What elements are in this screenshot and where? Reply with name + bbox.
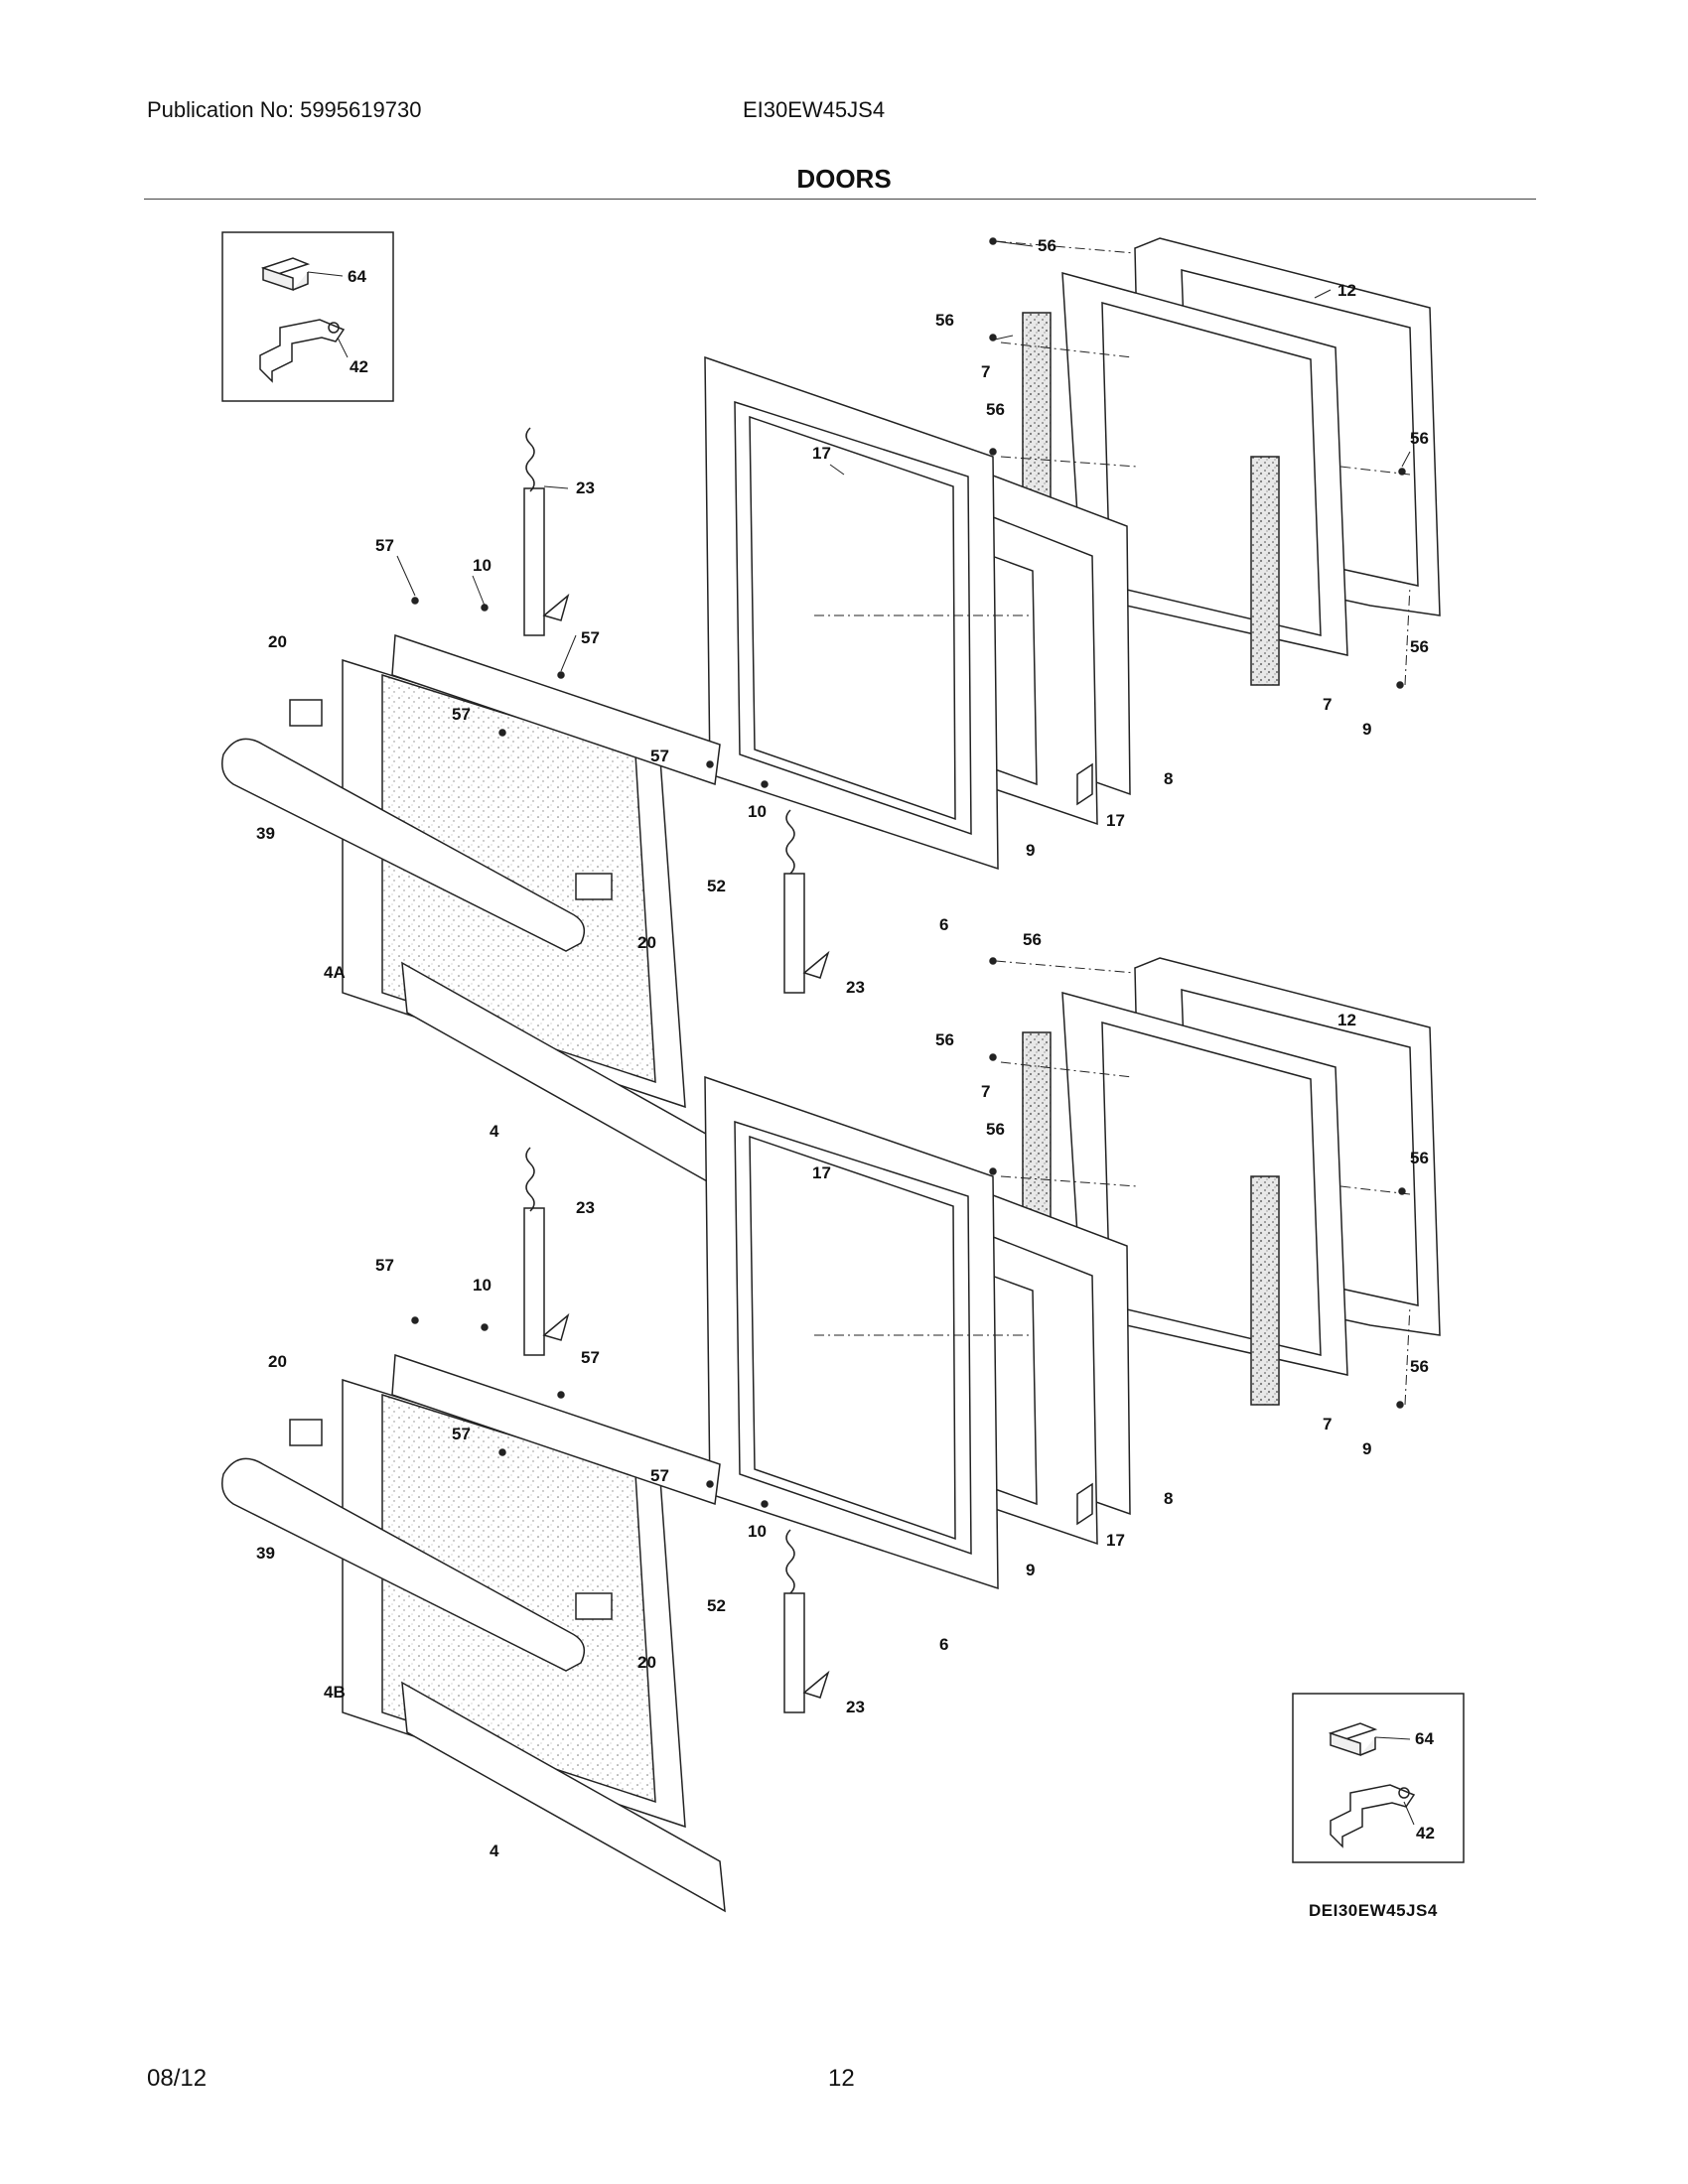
callout-64: 64: [1415, 1729, 1434, 1748]
part-64-block: [260, 257, 311, 292]
callout-8: 8: [1164, 1489, 1173, 1508]
callout-20: 20: [637, 933, 656, 952]
callout-57: 57: [452, 1425, 471, 1443]
callout-52: 52: [707, 1596, 726, 1615]
callout-23: 23: [846, 1698, 865, 1716]
callout-9: 9: [1362, 1439, 1371, 1458]
part-20-handle-mount-left: [289, 699, 323, 727]
callout-39: 39: [256, 824, 275, 843]
alignment-lines: [814, 240, 1411, 686]
inset-top: [221, 231, 394, 402]
callout-10: 10: [473, 556, 492, 575]
callout-9: 9: [1026, 841, 1035, 860]
callout-7: 7: [1323, 695, 1332, 714]
callout-20: 20: [268, 632, 287, 651]
callout-23: 23: [576, 478, 595, 497]
callout-42: 42: [350, 357, 368, 376]
callout-23: 23: [846, 978, 865, 997]
callout-7: 7: [981, 1082, 990, 1101]
part-42-bracket: [1330, 1784, 1416, 1848]
callout-57: 57: [375, 536, 394, 555]
callout-57: 57: [581, 1348, 600, 1367]
callout-4: 4: [490, 1842, 499, 1860]
callout-text-lower: 12 56 7 56 56 56 7 9 8 17 9 17 23 57 10 …: [256, 1011, 1429, 1860]
callout-12: 12: [1337, 281, 1356, 300]
callout-10: 10: [473, 1276, 492, 1295]
callouts-upper: [396, 240, 1411, 672]
callout-56: 56: [986, 1120, 1005, 1139]
door-assembly-upper: [221, 237, 1441, 1193]
page-number: 12: [828, 2065, 855, 2092]
callout-7: 7: [981, 362, 990, 381]
callout-57: 57: [650, 1466, 669, 1485]
publication-number: Publication No: 5995619730: [147, 97, 422, 122]
callout-17: 17: [812, 1163, 831, 1182]
callout-23: 23: [576, 1198, 595, 1217]
callout-56: 56: [1023, 930, 1042, 949]
callout-8: 8: [1164, 769, 1173, 788]
callout-6: 6: [939, 1635, 948, 1654]
door-assembly-lower: [221, 957, 1441, 1912]
callout-52: 52: [707, 877, 726, 895]
callout-64: 64: [348, 267, 366, 286]
callout-20: 20: [637, 1653, 656, 1672]
callout-42: 42: [1416, 1824, 1435, 1843]
part-23-hinge-bottom: [783, 809, 830, 994]
part-7-insulation-right: [1250, 456, 1280, 686]
callout-6: 6: [939, 915, 948, 934]
callout-text-upper: 56 12 56 7 56 56 56 7 9 8 17 9 17 23 57 …: [256, 236, 1429, 1141]
callout-7: 7: [1323, 1415, 1332, 1433]
inset-bottom: [1292, 1693, 1465, 1863]
callout-56: 56: [1038, 236, 1056, 255]
callout-57: 57: [375, 1256, 394, 1275]
callout-56: 56: [935, 311, 954, 330]
callout-4B: 4B: [324, 1683, 346, 1702]
callout-56: 56: [1410, 637, 1429, 656]
part-64-block: [1328, 1722, 1378, 1757]
model-number: EI30EW45JS4: [743, 97, 886, 122]
callout-56: 56: [1410, 429, 1429, 448]
header-divider: [144, 199, 1536, 200]
fasteners: [411, 237, 1406, 788]
callout-9: 9: [1362, 720, 1371, 739]
inset-callouts: 64 42 64 42: [307, 267, 1435, 1843]
part-23-hinge-top: [523, 427, 570, 636]
callout-57: 57: [452, 705, 471, 724]
part-52-top-trim: [391, 633, 721, 786]
section-title: DOORS: [796, 164, 892, 194]
publication-date: 08/12: [147, 2065, 208, 2092]
callout-17: 17: [812, 444, 831, 463]
part-20-handle-mount-right: [575, 873, 613, 900]
callout-12: 12: [1337, 1011, 1356, 1029]
callout-4A: 4A: [324, 963, 346, 982]
callout-17: 17: [1106, 811, 1125, 830]
callout-10: 10: [748, 1522, 767, 1541]
callout-56: 56: [1410, 1357, 1429, 1376]
callout-4: 4: [490, 1122, 499, 1141]
callout-57: 57: [650, 747, 669, 765]
callout-10: 10: [748, 802, 767, 821]
callout-56: 56: [986, 400, 1005, 419]
callout-39: 39: [256, 1544, 275, 1563]
callout-56: 56: [935, 1030, 954, 1049]
drawing-id: DEI30EW45JS4: [1309, 1901, 1438, 1920]
callout-9: 9: [1026, 1561, 1035, 1579]
callout-20: 20: [268, 1352, 287, 1371]
part-6-door-frame: [704, 355, 999, 871]
part-42-bracket: [259, 319, 346, 383]
part-39-handle: [221, 738, 586, 952]
callout-56: 56: [1410, 1149, 1429, 1167]
callout-17: 17: [1106, 1531, 1125, 1550]
callout-57: 57: [581, 628, 600, 647]
